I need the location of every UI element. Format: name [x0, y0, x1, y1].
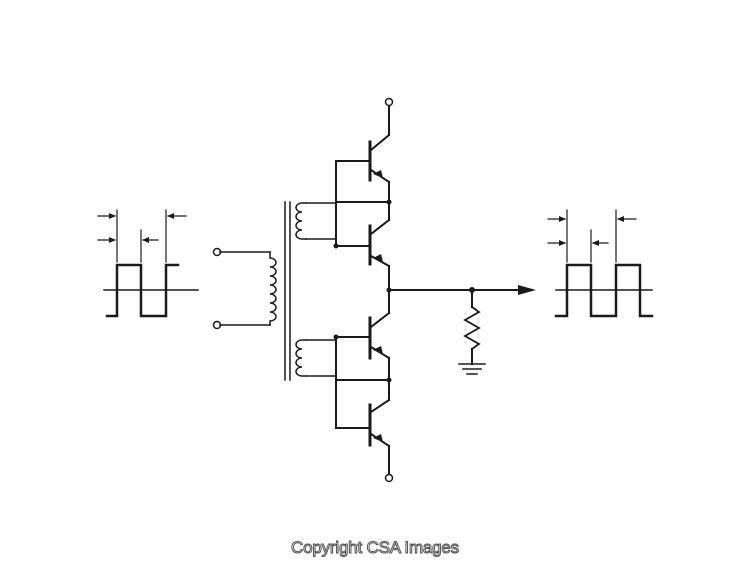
ground-symbol	[458, 363, 486, 375]
output-arrow	[518, 285, 536, 295]
load-resistor	[463, 289, 481, 365]
copyright-watermark: Copyright CSA Images	[291, 538, 460, 558]
output-line	[386, 285, 536, 295]
transformer	[212, 201, 307, 381]
lower-transistor-pair	[305, 289, 394, 483]
input-square-wave	[97, 209, 199, 318]
output-square-wave	[547, 209, 654, 318]
upper-transistor-pair	[305, 97, 394, 291]
